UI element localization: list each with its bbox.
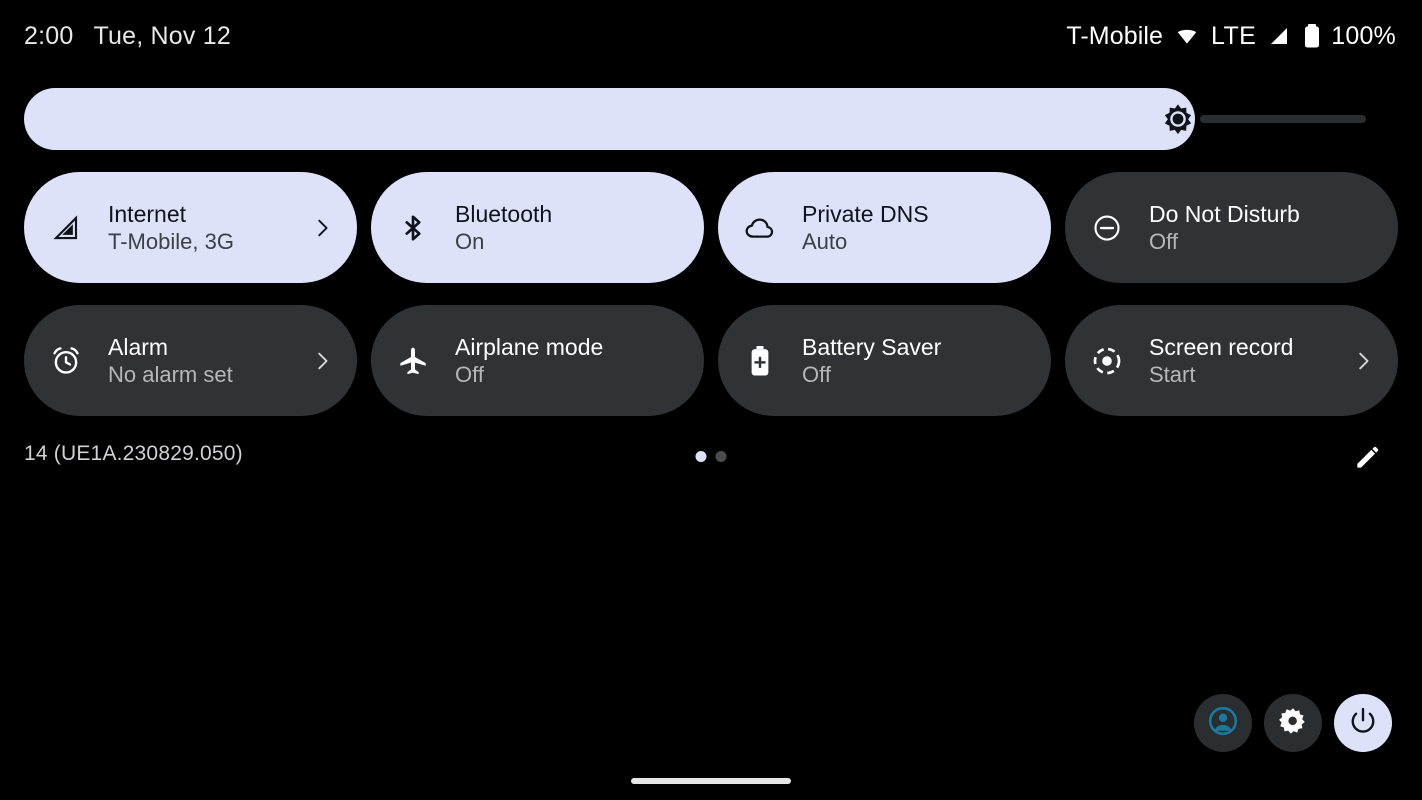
tile-title: Screen record — [1149, 333, 1294, 360]
tile-text: Internet T-Mobile, 3G — [108, 200, 234, 256]
home-gesture-bar[interactable] — [631, 778, 791, 784]
airplane-icon — [393, 341, 433, 381]
tile-text: Do Not Disturb Off — [1149, 200, 1300, 256]
bottom-action-bar — [1194, 694, 1392, 752]
battery-icon — [1302, 23, 1322, 49]
brightness-slider[interactable] — [24, 88, 1398, 150]
tile-screen-record[interactable]: Screen record Start — [1065, 305, 1398, 416]
tile-subtitle: Off — [1149, 228, 1178, 254]
status-bar: 2:00 Tue, Nov 12 T-Mobile LTE 100% — [0, 0, 1422, 72]
tile-text: Bluetooth On — [455, 200, 552, 256]
tile-title: Airplane mode — [455, 333, 604, 360]
battery-saver-icon — [740, 341, 780, 381]
tile-do-not-disturb[interactable]: Do Not Disturb Off — [1065, 172, 1398, 283]
chevron-right-icon[interactable] — [311, 217, 333, 239]
tile-text: Battery Saver Off — [802, 333, 941, 389]
pencil-icon[interactable] — [1352, 441, 1384, 473]
tile-airplane-mode[interactable]: Airplane mode Off — [371, 305, 704, 416]
tile-subtitle: No alarm set — [108, 361, 233, 387]
network-type-label: LTE — [1211, 21, 1257, 50]
tile-subtitle: Auto — [802, 228, 848, 254]
settings-button[interactable] — [1264, 694, 1322, 752]
tile-title: Private DNS — [802, 200, 929, 227]
tiles-footer: 14 (UE1A.230829.050) — [24, 438, 1398, 476]
signal-cellular-icon — [46, 208, 86, 248]
status-carrier-label: T-Mobile — [1066, 21, 1164, 50]
screen-record-icon — [1087, 341, 1127, 381]
tile-alarm[interactable]: Alarm No alarm set — [24, 305, 357, 416]
page-indicator[interactable] — [695, 451, 727, 462]
status-clock: 2:00 — [24, 21, 74, 50]
tile-text: Private DNS Auto — [802, 200, 929, 256]
cloud-icon — [740, 208, 780, 248]
tile-title: Bluetooth — [455, 200, 553, 227]
account-circle-icon — [1207, 705, 1239, 742]
bluetooth-icon — [393, 208, 433, 248]
tile-text: Airplane mode Off — [455, 333, 603, 389]
tile-private-dns[interactable]: Private DNS Auto — [718, 172, 1051, 283]
brightness-icon — [1162, 103, 1194, 135]
tile-text: Screen record Start — [1149, 333, 1293, 389]
tile-subtitle: Off — [802, 361, 831, 387]
status-date: Tue, Nov 12 — [93, 21, 231, 50]
page-dot-2[interactable] — [715, 451, 727, 462]
tile-subtitle: Off — [455, 361, 484, 387]
battery-percent-label: 100% — [1331, 21, 1396, 50]
alarm-clock-icon — [46, 341, 86, 381]
brightness-slider-track[interactable] — [1200, 115, 1366, 123]
tile-internet[interactable]: Internet T-Mobile, 3G — [24, 172, 357, 283]
chevron-right-icon[interactable] — [1352, 350, 1374, 372]
tile-battery-saver[interactable]: Battery Saver Off — [718, 305, 1051, 416]
tile-title: Internet — [108, 200, 186, 227]
do-not-disturb-icon — [1087, 208, 1127, 248]
tile-text: Alarm No alarm set — [108, 333, 233, 389]
brightness-slider-fill[interactable] — [24, 88, 1195, 150]
build-version-label: 14 (UE1A.230829.050) — [24, 442, 243, 465]
status-bar-left: 2:00 Tue, Nov 12 — [24, 22, 231, 51]
power-icon — [1348, 706, 1378, 741]
chevron-right-icon[interactable] — [311, 350, 333, 372]
gear-icon — [1278, 706, 1308, 741]
tile-title: Alarm — [108, 333, 169, 360]
status-bar-right: T-Mobile LTE 100% — [1066, 22, 1396, 51]
power-button[interactable] — [1334, 694, 1392, 752]
tile-subtitle: T-Mobile, 3G — [108, 228, 234, 254]
tile-title: Do Not Disturb — [1149, 200, 1300, 227]
signal-icon — [1267, 24, 1291, 48]
page-dot-1[interactable] — [695, 451, 707, 462]
user-switcher-button[interactable] — [1194, 694, 1252, 752]
tile-title: Battery Saver — [802, 333, 942, 360]
tile-subtitle: On — [455, 228, 485, 254]
wifi-icon — [1174, 23, 1200, 49]
tile-bluetooth[interactable]: Bluetooth On — [371, 172, 704, 283]
quick-settings-tile-grid: Internet T-Mobile, 3G Bluetooth On — [24, 172, 1398, 416]
tile-subtitle: Start — [1149, 361, 1196, 387]
